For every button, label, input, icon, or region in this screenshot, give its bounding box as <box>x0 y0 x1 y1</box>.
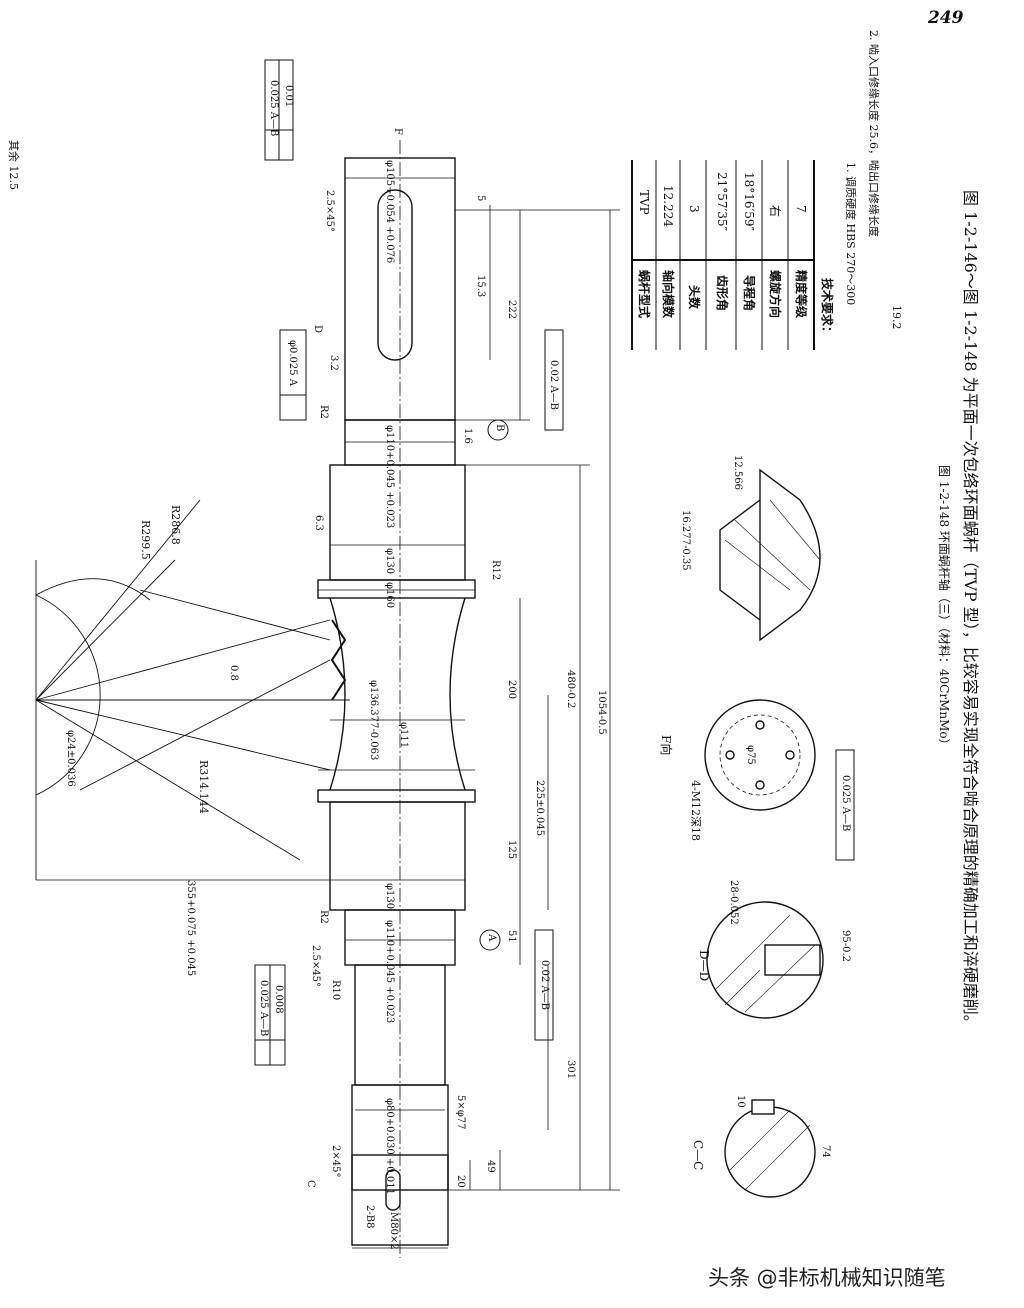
body-text: 图 1-2-146～图 1-2-148 为平面一次包络环面蜗杆（TVP 型），比… <box>961 190 980 1031</box>
param-label: 螺旋方向 <box>768 270 782 319</box>
tol-runout-top: 0.02 A—B <box>548 360 559 411</box>
dim-5x77: 5×φ77 <box>455 1095 466 1130</box>
roughness-note: 其余 12.5 <box>7 140 20 190</box>
roughness-3-2: 3.2 <box>328 355 339 371</box>
param-value: 21°57′35″ <box>715 172 729 232</box>
dd-depth: 95-0.2 <box>840 930 851 963</box>
dim-15-3: 15.3 <box>475 275 486 298</box>
f-view-mark: F <box>392 128 403 135</box>
tooth-dim-1: 16.277-0.35 <box>680 510 691 571</box>
dim-d160: φ160 <box>384 582 395 609</box>
datum-b: B <box>494 424 505 432</box>
params-table-lines <box>631 160 815 350</box>
shaft-outline <box>317 157 476 1246</box>
cc-section <box>724 1099 816 1198</box>
tol-runout-bot: 0.02 A—B <box>539 960 550 1011</box>
worm-generating-arcs <box>35 499 350 880</box>
f-view-title: F向 <box>659 735 673 756</box>
cc-section-title: C—C <box>691 1140 705 1171</box>
roughness-0-8: 0.8 <box>228 665 239 681</box>
dim-200: 200 <box>506 680 517 700</box>
d-section-mark: D <box>312 325 323 334</box>
roughness-1-6: 1.6 <box>462 428 473 444</box>
dim-49: 49 <box>485 1160 496 1173</box>
c-section-mark: C <box>305 1180 316 1188</box>
figure-caption: 图 1-2-148 环面蜗杆轴（三）（材料：40CrMnMo） <box>937 465 951 751</box>
dim-chamfer-end: 2×45° <box>330 1145 341 1178</box>
cc-width: 10 <box>735 1095 746 1108</box>
dim-r12: R12 <box>490 560 501 581</box>
dim-r2-bot: R2 <box>318 910 329 924</box>
dim-301: 301 <box>565 1060 576 1080</box>
f-view-holes: 4-M12深18 <box>689 780 702 841</box>
tol-symmetry: 0.025 A—B <box>840 775 851 832</box>
tooth-section <box>719 468 821 642</box>
dim-b8: 2-B8 <box>364 1205 375 1229</box>
param-label: 蜗杆型式 <box>637 270 651 319</box>
dim-d105: φ105+0.054 +0.076 <box>384 160 395 264</box>
dim-d24: φ24±0.036 <box>65 730 76 787</box>
dd-section <box>706 901 824 1019</box>
datum-a: A <box>486 934 497 942</box>
f-view <box>704 699 816 811</box>
dim-m80: M80×2 <box>388 1212 399 1250</box>
dim-51: 51 <box>506 930 517 943</box>
dim-225: 225±0.045 <box>534 780 545 837</box>
dim-480: 480-0.2 <box>565 670 576 709</box>
tol-top-1: 0.025 A—B <box>268 80 279 137</box>
dim-125: 125 <box>506 840 517 860</box>
param-label: 精度等级 <box>794 270 808 319</box>
tol-left-1: 0.025 A—B <box>258 980 269 1037</box>
param-value: TVP <box>637 190 651 215</box>
tech-requirement-item: 19.2 <box>890 305 903 330</box>
param-value: 3 <box>687 205 701 213</box>
dim-r314: R314.144 <box>197 760 210 814</box>
roughness-6-3: 6.3 <box>313 515 324 531</box>
dim-355: 355+0.075 +0.045 <box>185 880 196 977</box>
tech-requirement-item: 2. 啮入口修缘长度 25.6，啮出口修缘长度 <box>867 30 880 237</box>
dim-r286: R286.8 <box>169 505 182 545</box>
dim-d110-top: φ110+0.045 +0.023 <box>384 425 395 529</box>
tolerance-frames <box>254 59 855 1066</box>
dim-d110-bot: φ110+0.045 +0.023 <box>384 920 395 1024</box>
tol-top-2: 0.01 <box>283 85 294 108</box>
dd-section-title: D—D <box>697 950 711 982</box>
dim-1054: 1054-0.5 <box>596 690 607 735</box>
page-number: 249 <box>928 8 964 28</box>
tooth-dim-2: 12.566 <box>732 455 743 490</box>
tech-requirement-item: 1. 调质硬度 HBS 270～300 <box>844 162 857 306</box>
dim-20: 20 <box>455 1175 466 1188</box>
tech-requirements-title: 技术要求： <box>820 278 834 339</box>
param-value: 12.224 <box>661 185 675 227</box>
dim-5: 5 <box>475 195 486 202</box>
tol-coaxiality: φ0.025 A <box>287 340 298 387</box>
watermark: 头条 @非标机械知识随笔 <box>708 1266 946 1290</box>
dim-r299: R299.5 <box>139 520 152 560</box>
dim-d80: φ80+0.030 +0.011 <box>384 1098 395 1195</box>
dim-r2-top: R2 <box>318 405 329 419</box>
param-value: 右 <box>768 205 782 218</box>
dim-d111: φ111 <box>398 722 409 749</box>
dim-chamfer-bot: 2.5×45° <box>310 945 321 988</box>
param-value: 18°16′59″ <box>742 172 756 232</box>
cc-depth: 74 <box>820 1145 831 1158</box>
dim-222: 222 <box>506 300 517 320</box>
dim-d130-bot: φ130 <box>384 883 395 910</box>
param-label: 导程角 <box>742 275 756 312</box>
dim-d130-top: φ130 <box>384 548 395 575</box>
param-label: 头数 <box>687 285 701 310</box>
f-view-d75: φ75 <box>745 745 756 765</box>
param-label: 齿形角 <box>715 275 729 312</box>
dim-chamfer-top: 2.5×45° <box>324 190 335 233</box>
dim-d136: φ136.377-0.063 <box>368 680 379 761</box>
param-value: 7 <box>794 205 808 213</box>
dd-width: 28-0.052 <box>728 880 739 925</box>
param-label: 轴向模数 <box>661 270 675 319</box>
dim-r10: R10 <box>330 980 341 1001</box>
dimension-lines <box>36 177 620 1249</box>
tol-left-2: 0.008 <box>273 985 284 1014</box>
